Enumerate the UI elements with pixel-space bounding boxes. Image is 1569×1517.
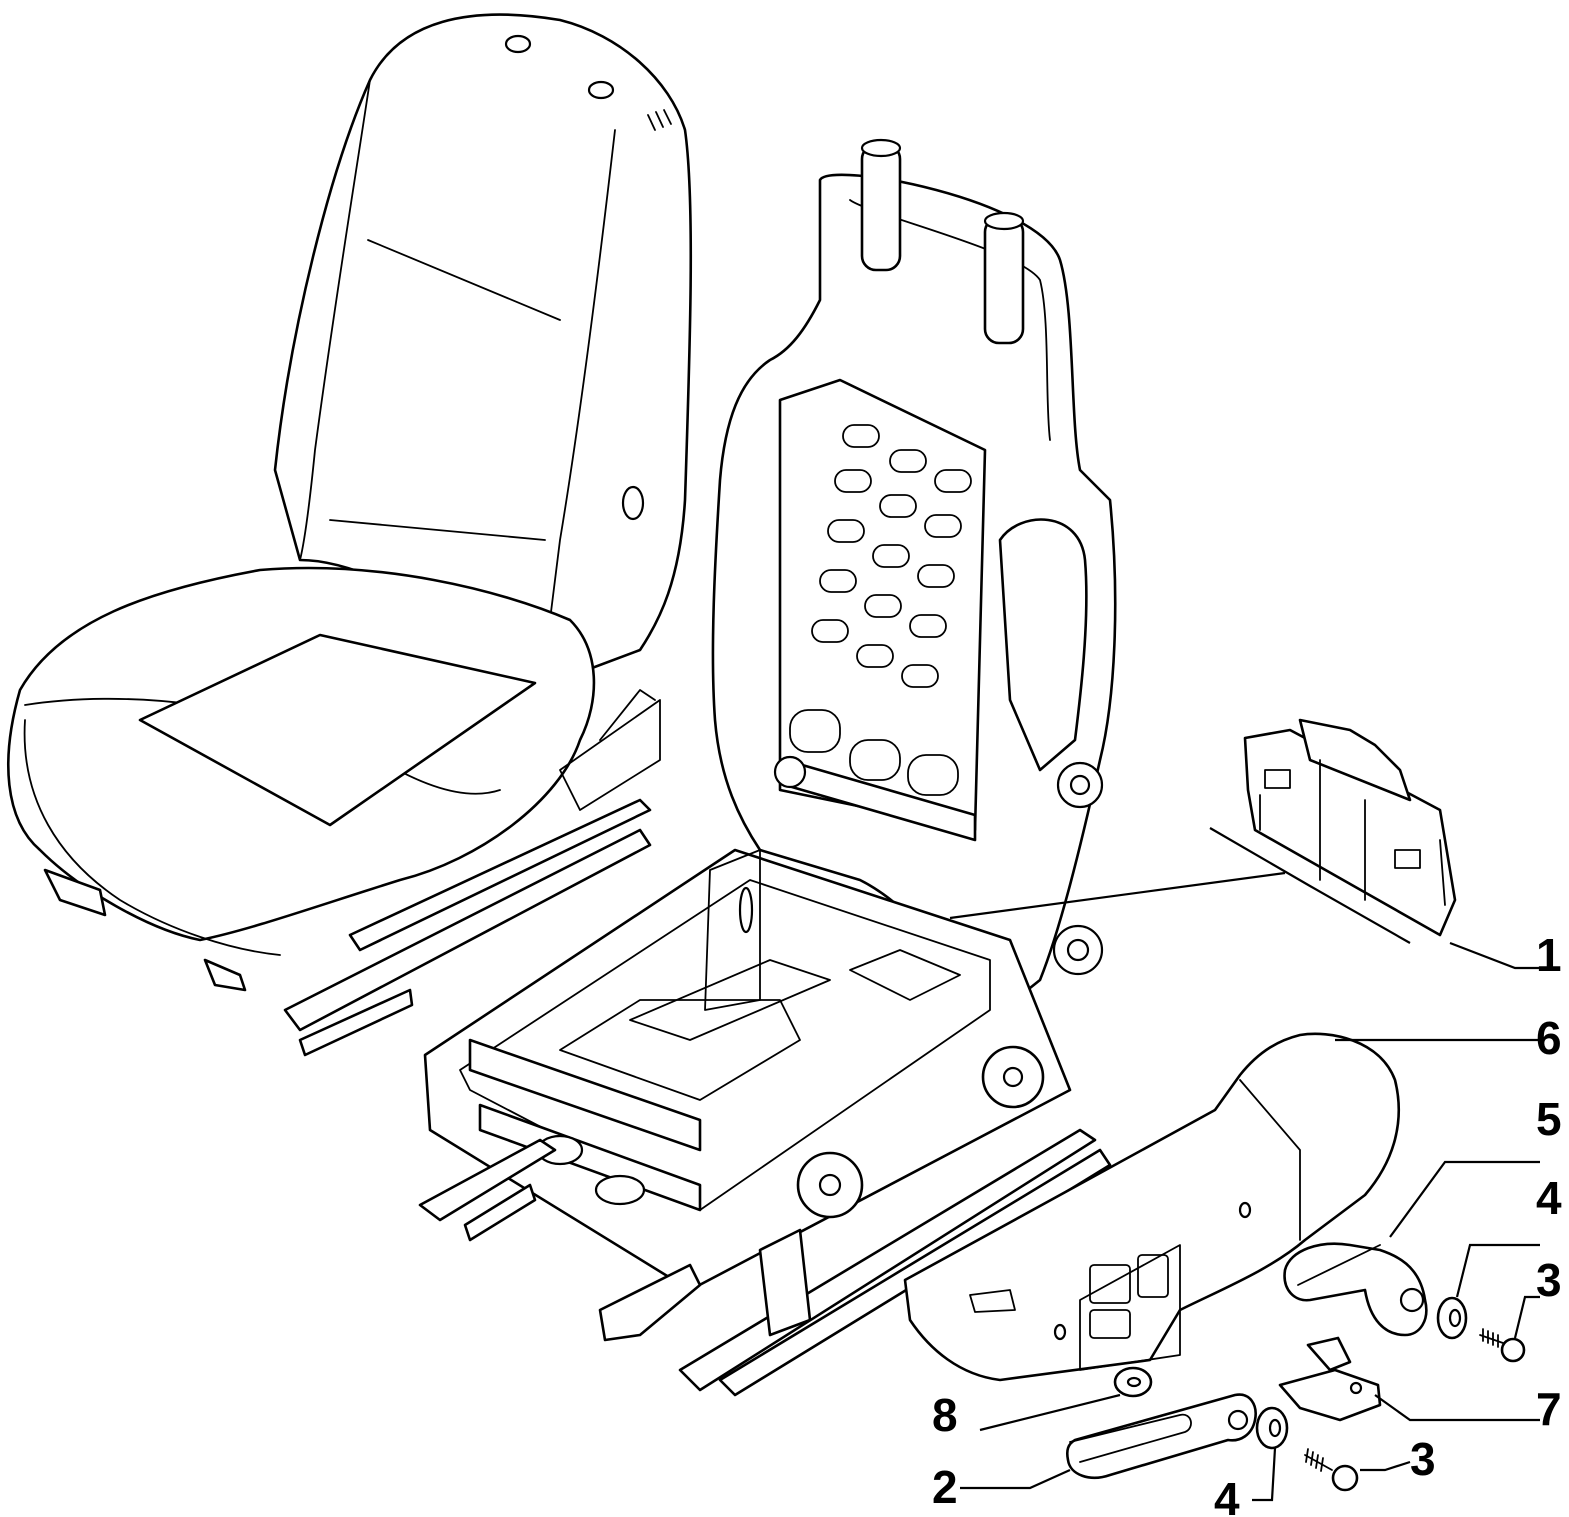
leader-lines	[949, 827, 1540, 1502]
bracket-clip	[1278, 1336, 1382, 1422]
callout-4-bottom: 4	[1214, 1473, 1240, 1517]
seat-upholstery	[7, 13, 693, 1057]
seat-frame	[418, 138, 1117, 1397]
height-lever	[1065, 1393, 1257, 1480]
washer-bottom	[1255, 1406, 1289, 1450]
callout-6: 6	[1536, 1012, 1562, 1064]
knob-cap	[1113, 1366, 1153, 1398]
washer-top	[1436, 1296, 1468, 1340]
callout-1: 1	[1536, 929, 1562, 981]
backrest-bracket	[1243, 718, 1457, 937]
screw-top	[1479, 1328, 1526, 1363]
screw-bottom	[1304, 1448, 1359, 1492]
side-trim-cover	[903, 1032, 1401, 1382]
callout-7: 7	[1536, 1383, 1562, 1435]
callout-3-top: 3	[1536, 1254, 1562, 1306]
callout-3-bottom: 3	[1410, 1433, 1436, 1485]
callout-8: 8	[932, 1389, 958, 1441]
recline-lever	[1283, 1242, 1428, 1337]
callout-2: 2	[932, 1461, 958, 1513]
callout-5: 5	[1536, 1093, 1562, 1145]
callout-4-top: 4	[1536, 1172, 1562, 1224]
